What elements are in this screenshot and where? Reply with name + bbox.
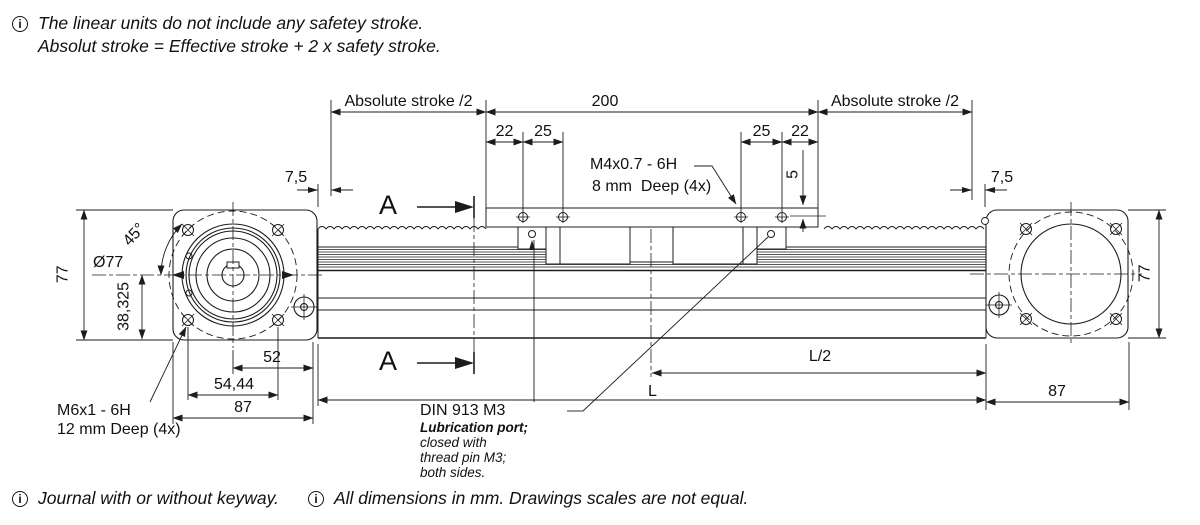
dim-dia77: Ø77 — [93, 254, 124, 271]
label-m4-line2: 8 mm Deep (4x) — [592, 178, 712, 195]
dim-absolute-stroke-right: Absolute stroke /2 — [830, 93, 960, 110]
carriage — [485, 207, 819, 265]
label-din-line2: Lubrication port; — [420, 420, 528, 435]
dim-7-5-right: 7,5 — [990, 169, 1014, 186]
carriage-center-section — [629, 226, 674, 263]
carriage-bearing-block-right — [672, 226, 758, 265]
lube-port-left — [528, 230, 536, 238]
toothed-belt-left — [317, 226, 487, 230]
label-m6-line1: M6x1 - 6H — [57, 402, 131, 419]
dim-87-left: 87 — [234, 399, 252, 416]
info-icon: i — [12, 491, 28, 507]
label-m6-line2: 12 mm Deep (4x) — [57, 421, 181, 438]
dim-77-right: 77 — [1136, 264, 1154, 283]
dim-l: L — [648, 383, 657, 400]
dim-22-right: 22 — [791, 123, 809, 140]
info-icon: i — [308, 491, 324, 507]
m4-screw-holes — [516, 212, 789, 222]
side-pin-hole-right — [986, 292, 1012, 318]
carriage-bearing-block-left — [545, 226, 631, 265]
dim-25-left: 25 — [534, 123, 552, 140]
label-din-line5: both sides. — [420, 465, 486, 480]
note-top-line2: Absolut stroke = Effective stroke + 2 x … — [38, 36, 441, 56]
dim-38-325: 38,325 — [115, 281, 133, 331]
dim-200: 200 — [591, 93, 619, 110]
dim-54-44: 54,44 — [213, 376, 255, 393]
dim-5: 5 — [784, 169, 802, 179]
dim-7-5-left: 7,5 — [284, 169, 308, 186]
note-bottom-left: Journal with or without keyway. — [38, 488, 279, 508]
label-din-line1: DIN 913 M3 — [420, 402, 506, 419]
dim-22-left: 22 — [495, 123, 514, 140]
dimensioning — [76, 100, 1166, 424]
lube-port-left-arrow — [529, 240, 535, 250]
label-din-line3: closed with — [420, 435, 487, 450]
label-m4-line1: M4x0.7 - 6H — [590, 156, 678, 173]
note-bottom-right: All dimensions in mm. Drawings scales ar… — [334, 488, 749, 508]
dim-absolute-stroke-left: Absolute stroke /2 — [344, 93, 473, 110]
carriage-top-plate — [485, 207, 819, 228]
flange-screws — [181, 223, 285, 327]
section-label-a-bottom: A — [379, 346, 398, 376]
centerlines — [92, 202, 1142, 377]
label-din-line4: thread pin M3; — [420, 450, 507, 465]
dim-52: 52 — [263, 349, 281, 366]
dim-25-right: 25 — [752, 123, 771, 140]
lube-port-right — [767, 230, 775, 238]
info-icon: i — [12, 16, 28, 32]
side-pin-hole — [291, 294, 317, 320]
toothed-belt-right — [823, 226, 985, 230]
dim-77-left: 77 — [54, 265, 72, 284]
note-top-line1: The linear units do not include any safe… — [38, 13, 424, 33]
dim-87-right: 87 — [1048, 383, 1066, 400]
section-label-a-top: A — [379, 190, 398, 220]
flange-screws-right — [1019, 222, 1123, 326]
dim-l-half: L/2 — [808, 348, 832, 365]
